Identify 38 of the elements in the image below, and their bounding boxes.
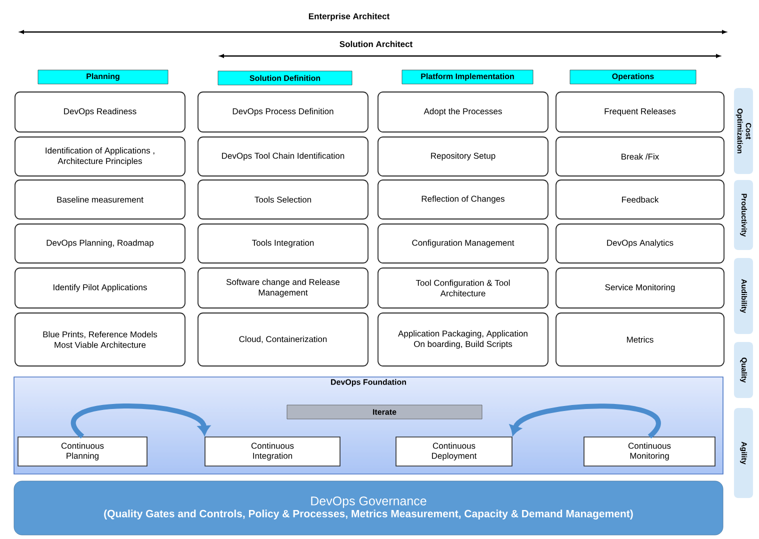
process-box: Blue Prints, Reference Models Most Viable Architecture	[14, 312, 186, 366]
process-box: DevOps Analytics	[556, 224, 724, 264]
column-header: Solution Definition	[218, 70, 352, 86]
process-box: Configuration Management	[378, 224, 548, 264]
process-box: Service Monitoring	[556, 268, 724, 308]
iterate-bar: Iterate	[286, 404, 482, 420]
curved-arrow	[72, 404, 210, 438]
process-box: Adopt the Processes	[378, 92, 548, 132]
process-box: Identification of Applications , Architecture Principles	[14, 136, 186, 176]
process-box: Tool Configuration & Tool Architecture	[378, 268, 548, 308]
process-box: Frequent Releases	[556, 92, 724, 132]
governance-banner: DevOps Governance (Quality Gates and Controls, Policy & Processes, Metrics Measurement, Capacity & Demand Management)	[14, 480, 724, 536]
process-box: Continuous Deployment	[396, 436, 512, 466]
process-box: Metrics	[556, 312, 724, 366]
process-box: Tools Selection	[198, 180, 368, 220]
process-box: Tools Integration	[198, 224, 368, 264]
process-box: Break /Fix	[556, 136, 724, 176]
process-box: Reflection of Changes	[378, 180, 548, 220]
curved-arrow	[510, 404, 660, 438]
process-box: Identify Pilot Applications	[14, 268, 186, 308]
role-label: Solution Architect	[340, 40, 412, 48]
process-box: Baseline measurement	[14, 180, 186, 220]
process-box: Software change and Release Management	[198, 268, 368, 308]
process-box: Continuous Planning	[18, 436, 148, 466]
process-box: Repository Setup	[378, 136, 548, 176]
column-header: Operations	[570, 70, 696, 84]
process-box: Application Packaging, Application On boarding, Build Scripts	[378, 312, 548, 366]
process-box: Feedback	[556, 180, 724, 220]
process-box: DevOps Readiness	[14, 92, 186, 132]
role-label: Enterprise Architect	[308, 13, 390, 21]
process-box: Continuous Monitoring	[584, 436, 716, 466]
process-box: DevOps Tool Chain Identification	[198, 136, 368, 176]
column-header: Planning	[38, 70, 168, 84]
process-box: Continuous Integration	[204, 436, 340, 466]
process-box: Cloud, Containerization	[198, 312, 368, 366]
process-box: DevOps Planning, Roadmap	[14, 224, 186, 264]
process-box: DevOps Process Definition	[198, 92, 368, 132]
column-header: Platform Implementation	[402, 70, 534, 84]
